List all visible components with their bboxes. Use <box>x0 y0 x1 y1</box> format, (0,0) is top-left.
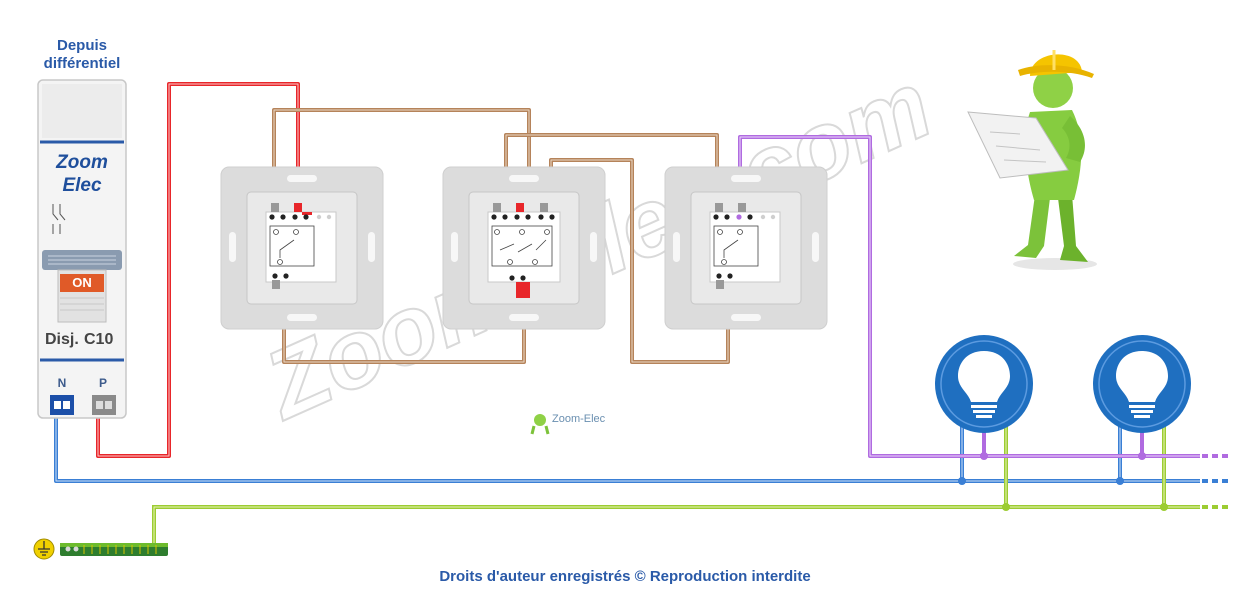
header-line2: différentiel <box>44 55 121 72</box>
terminal-n <box>50 395 74 415</box>
logo-text: Zoom-Elec <box>552 413 606 425</box>
worker-icon <box>967 50 1097 270</box>
terminal-p-label: P <box>99 376 107 390</box>
switch-2 <box>442 166 606 330</box>
breaker-model-prefix: Disj. <box>45 331 79 348</box>
switch-mechanism-icon <box>269 225 315 267</box>
lamp-2 <box>1093 335 1191 433</box>
switch-mechanism-icon <box>491 225 553 267</box>
lamp-icon <box>1116 351 1168 418</box>
terminal-n-label: N <box>58 376 67 390</box>
neutral-wire <box>54 418 1228 483</box>
breaker-status: ON <box>72 275 92 290</box>
zoom-elec-logo: Zoom-Elec <box>530 413 606 435</box>
earth-wire <box>152 420 1228 544</box>
switch-3 <box>664 166 828 330</box>
on-indicator <box>60 274 104 292</box>
terminal-p <box>92 395 116 415</box>
lamp-1 <box>935 335 1033 433</box>
junction-dots <box>958 452 1168 511</box>
circuit-breaker: Zoom Elec ON Disj. C10 N P <box>37 79 127 419</box>
switch-1 <box>220 166 384 330</box>
breaker-brand-line1: Zoom <box>55 152 108 173</box>
phase-wire <box>96 82 300 458</box>
breaker-model: C10 <box>84 331 113 348</box>
header-line1: Depuis <box>57 37 107 54</box>
switch-mechanism-icon <box>713 225 759 267</box>
earth-terminal-bar <box>33 538 168 560</box>
breaker-brand-line2: Elec <box>62 175 102 196</box>
breaker-symbol-icon <box>52 204 66 234</box>
lamp-icon <box>958 351 1010 418</box>
copyright-footer: Droits d'auteur enregistrés © Reproducti… <box>439 568 810 585</box>
